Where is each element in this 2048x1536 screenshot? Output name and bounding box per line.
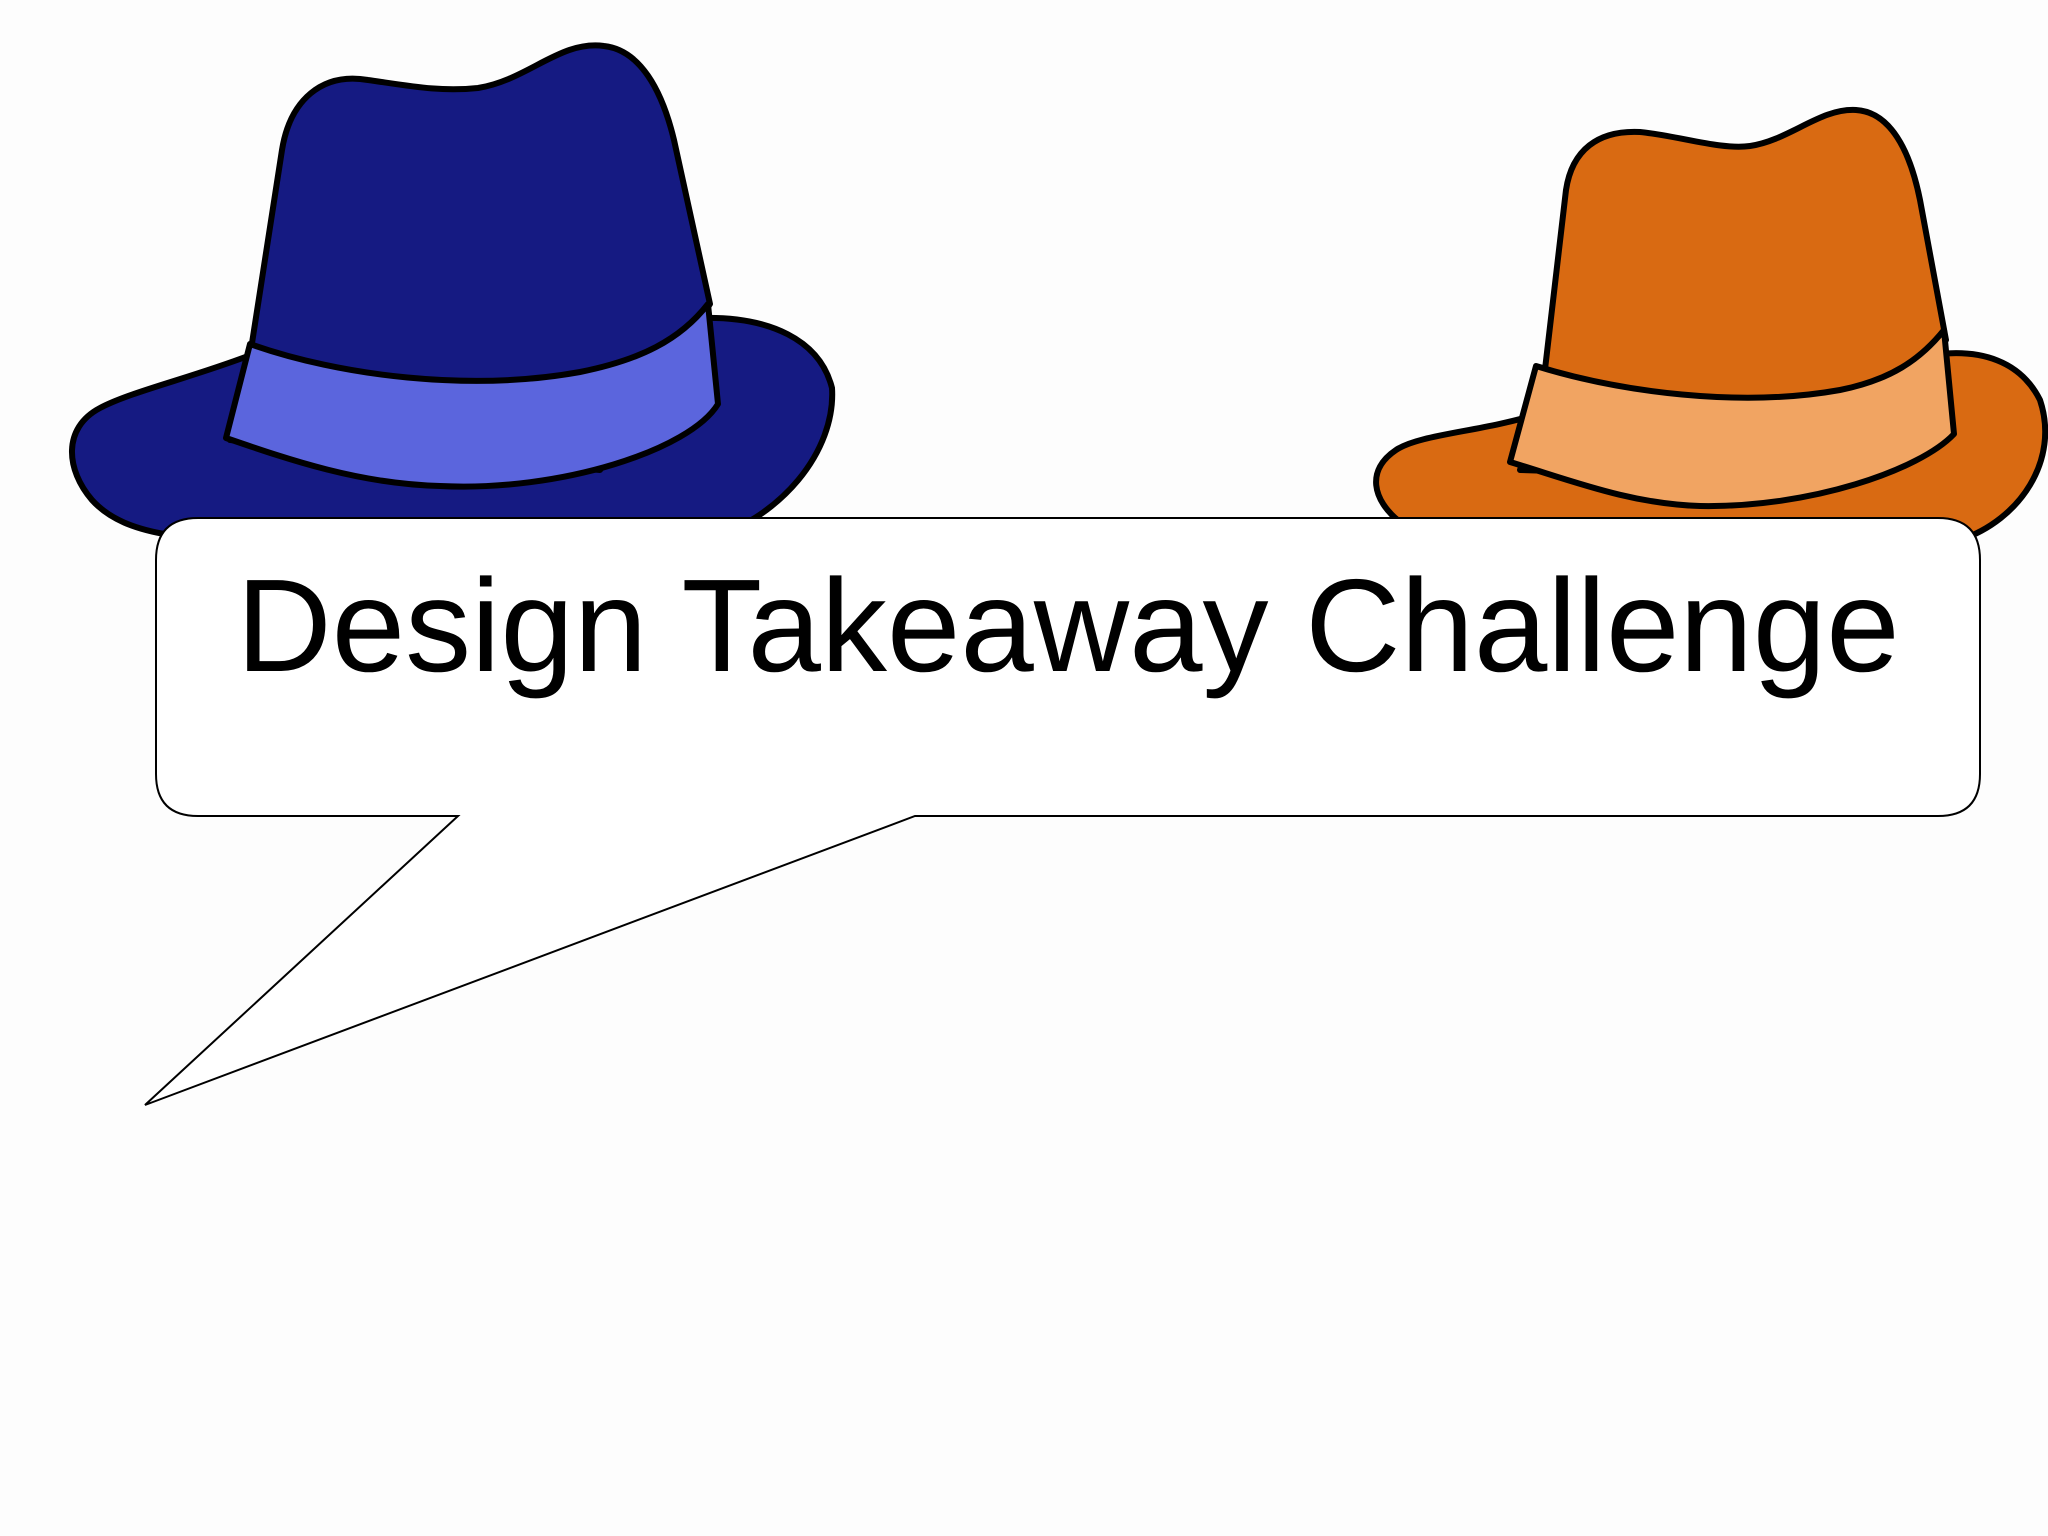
orange-fedora-hat-icon (1373, 106, 2048, 543)
slide-title: Design Takeaway Challenge (236, 552, 1900, 699)
blue-fedora-hat-icon (69, 42, 836, 545)
speech-bubble (144, 517, 1981, 1106)
